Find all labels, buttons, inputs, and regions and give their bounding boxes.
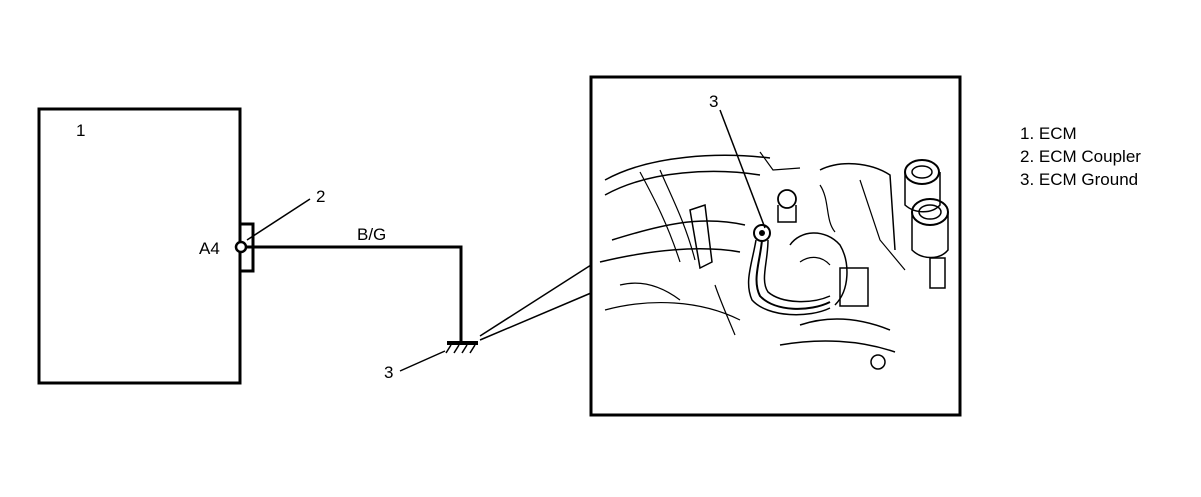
magnify-lines [479, 264, 592, 341]
legend-item-coupler: 2. ECM Coupler [1020, 147, 1141, 166]
engine-photo: 3 [589, 75, 962, 417]
terminal-label: A4 [199, 239, 220, 258]
wire-color-label: B/G [357, 225, 386, 244]
coupler-callout: 2 [316, 187, 325, 206]
wire-bg: B/G [247, 225, 463, 342]
legend: 1. ECM 2. ECM Coupler 3. ECM Ground [1020, 122, 1141, 191]
legend-item-ground: 3. ECM Ground [1020, 170, 1139, 189]
ecm-label: 1 [76, 121, 85, 140]
ground-callout: 3 [384, 363, 393, 382]
ecm-coupler: A4 2 [199, 187, 325, 273]
ground-symbol: 3 [384, 341, 478, 382]
photo-callout: 3 [709, 92, 718, 111]
legend-item-ecm: 1. ECM [1020, 124, 1077, 143]
